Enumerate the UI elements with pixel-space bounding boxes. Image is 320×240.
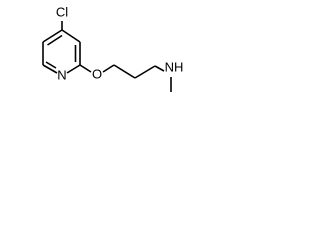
chemical-structure-diagram: Cl N O NH [42, 4, 184, 92]
chain-bond-c1-c2 [113, 64, 136, 79]
propyl-chain [102, 64, 172, 92]
ring-bond-c5-c4-double [47, 34, 63, 46]
atom-label-amine: NH [165, 59, 184, 74]
ring-bond-c4-c3 [61, 29, 81, 43]
ring-bond-n1-c6-double [45, 61, 57, 69]
atom-label-ring-nitrogen: N [57, 67, 66, 82]
chain-bond-c3-n [154, 65, 165, 72]
pyridine-ring [42, 29, 81, 74]
chain-bond-c2-c3 [134, 65, 156, 79]
ring-bond-n1-c6 [42, 64, 58, 74]
atom-label-chlorine: Cl [56, 4, 68, 19]
bond-c2-o [79, 64, 92, 73]
ring-bond-c5-c4 [42, 29, 63, 43]
chain-bond-o-c1 [102, 64, 115, 73]
atom-label-ether-oxygen: O [92, 66, 102, 81]
ring-bond-c2-n1 [66, 64, 81, 74]
